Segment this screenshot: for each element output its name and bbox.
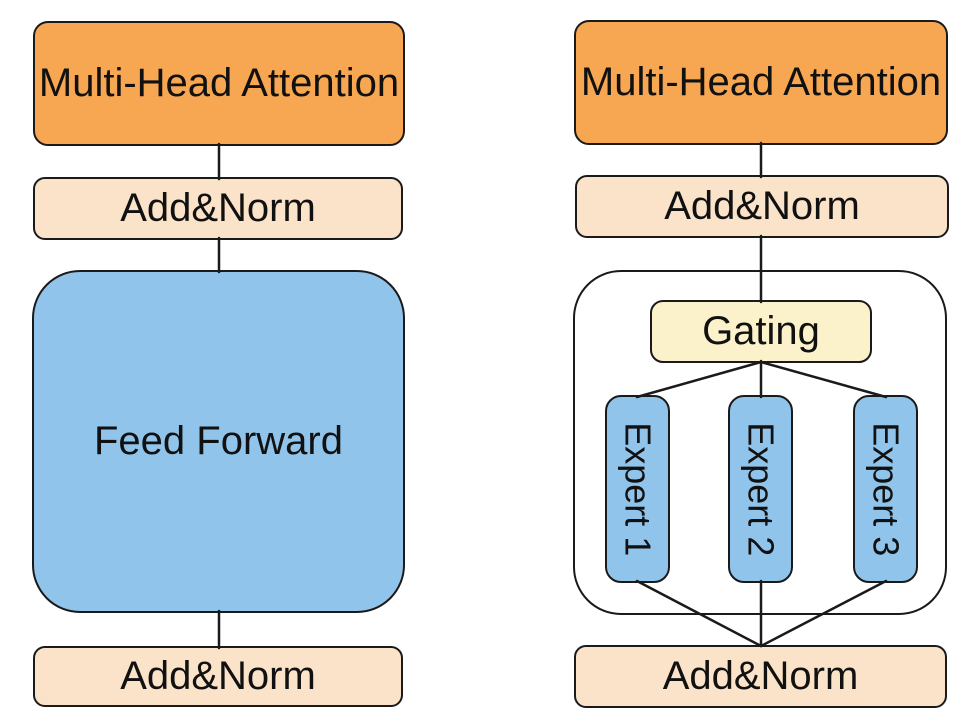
gating-box: Gating — [650, 300, 872, 363]
add-norm-box-right-bottom: Add&Norm — [574, 645, 947, 708]
expert-2-label: Expert 2 — [740, 421, 782, 557]
expert-1-box: Expert 1 — [605, 395, 670, 583]
expert-3-label: Expert 3 — [865, 421, 907, 557]
expert-3-box: Expert 3 — [853, 395, 918, 583]
add-norm-box-left-top: Add&Norm — [33, 177, 403, 240]
multi-head-attention-box-right: Multi-Head Attention — [574, 20, 948, 145]
feed-forward-box: Feed Forward — [32, 270, 405, 613]
add-norm-box-left-bottom: Add&Norm — [33, 646, 403, 707]
expert-1-label: Expert 1 — [617, 421, 659, 557]
add-norm-box-right-top: Add&Norm — [575, 175, 949, 238]
expert-2-box: Expert 2 — [728, 395, 793, 583]
multi-head-attention-box-left: Multi-Head Attention — [33, 21, 405, 146]
